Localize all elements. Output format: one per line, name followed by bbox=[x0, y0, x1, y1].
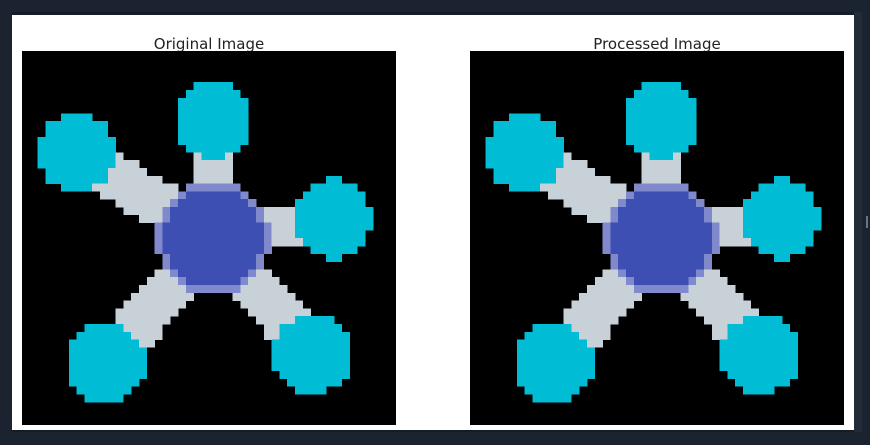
processed-image-panel bbox=[470, 51, 844, 425]
vertical-scrollbar[interactable] bbox=[854, 12, 862, 432]
original-image-title: Original Image bbox=[153, 35, 265, 53]
molecule-graphic bbox=[485, 82, 822, 403]
figure-frame: Original Image Processed Image bbox=[12, 12, 862, 432]
figure-canvas: Original Image Processed Image bbox=[12, 15, 854, 430]
original-image-panel bbox=[22, 51, 396, 425]
molecule-graphic bbox=[37, 82, 374, 403]
scroll-position-marker bbox=[866, 216, 868, 228]
processed-image-title: Processed Image bbox=[593, 35, 721, 53]
